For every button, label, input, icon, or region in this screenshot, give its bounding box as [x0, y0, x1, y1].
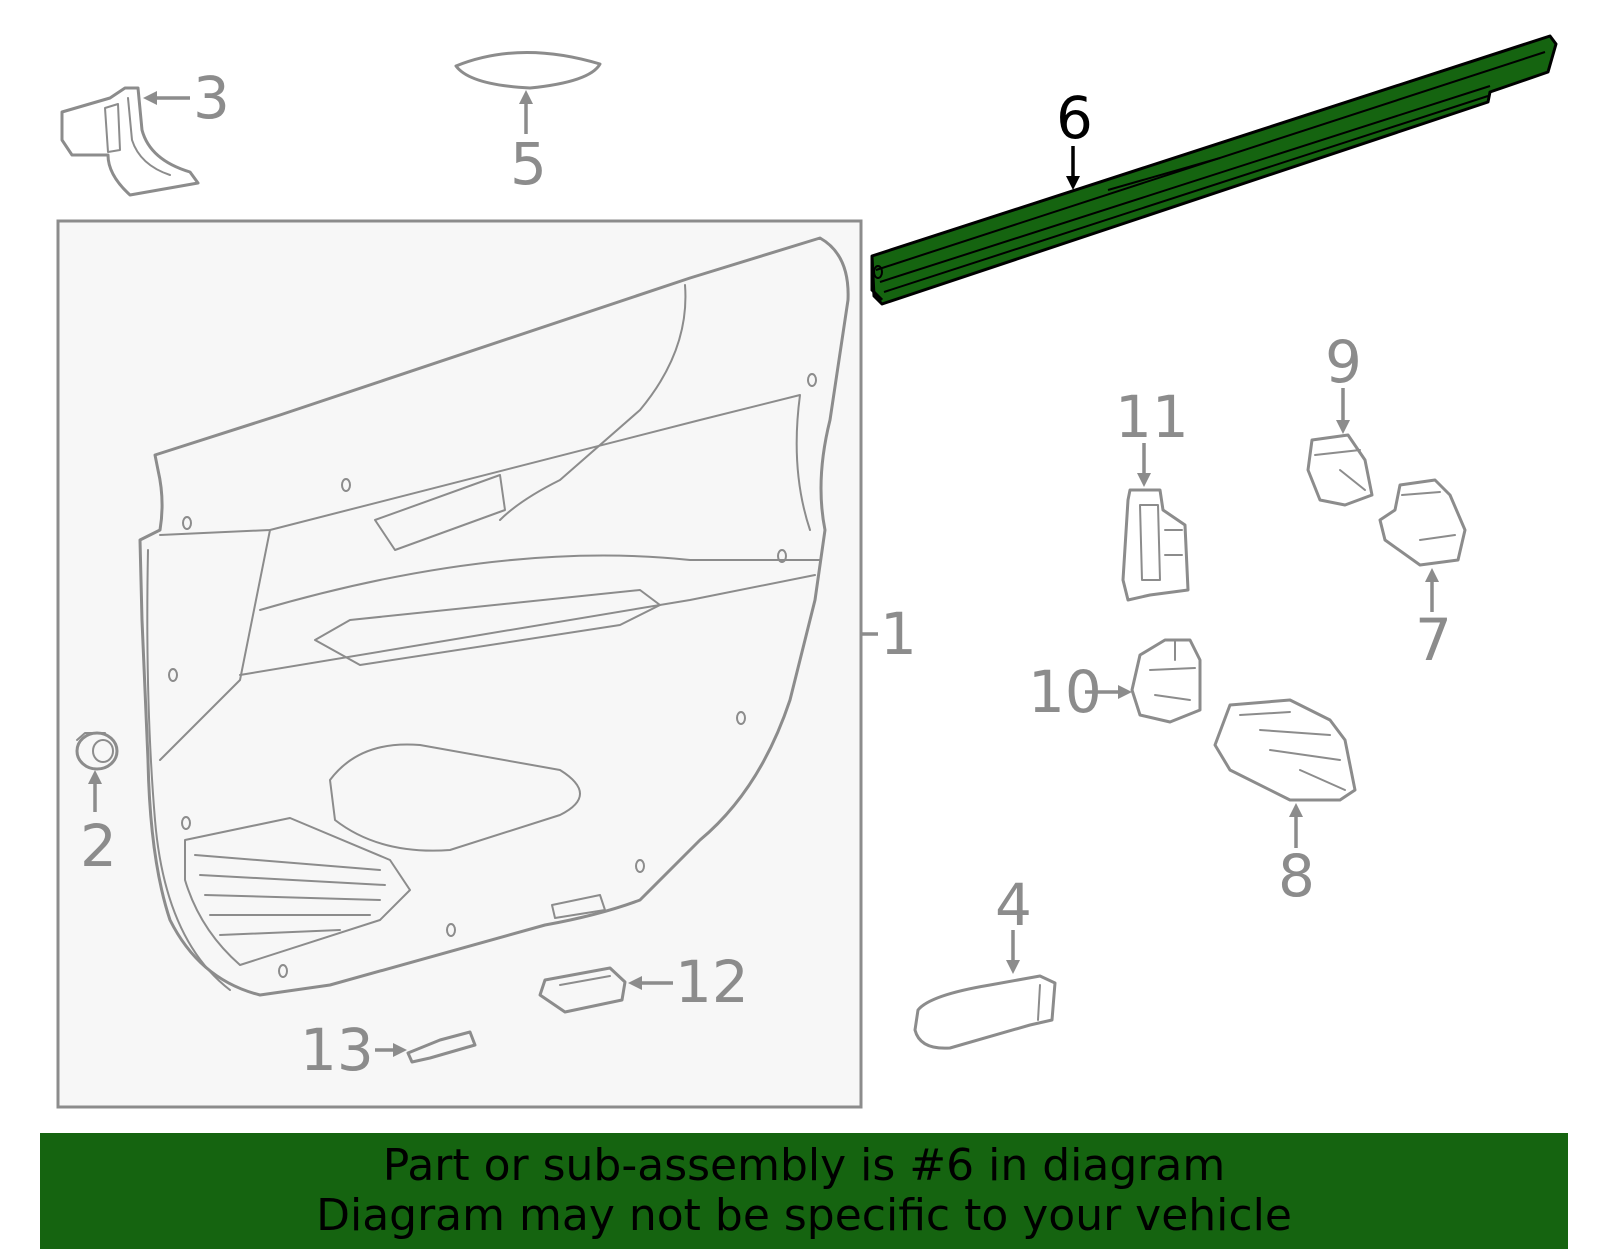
- door-trim-panel-box: [56, 219, 863, 1109]
- callout-9[interactable]: 9: [1325, 328, 1362, 396]
- part-9-switch[interactable]: [1306, 433, 1374, 507]
- part-6-belt-molding[interactable]: [870, 34, 1558, 306]
- part-11-bracket[interactable]: [1121, 488, 1190, 602]
- callout-8[interactable]: 8: [1278, 842, 1315, 910]
- callout-10[interactable]: 10: [1028, 658, 1102, 726]
- banner-line-2: Diagram may not be specific to your vehi…: [316, 1190, 1292, 1241]
- part-2-clip[interactable]: [75, 731, 119, 771]
- callout-11[interactable]: 11: [1115, 383, 1189, 451]
- part-4-pocket[interactable]: [913, 974, 1057, 1050]
- part-7-switch[interactable]: [1378, 478, 1467, 567]
- callout-12[interactable]: 12: [675, 948, 749, 1016]
- callout-13[interactable]: 13: [300, 1016, 374, 1084]
- info-banner: Part or sub-assembly is #6 in diagram Di…: [40, 1133, 1568, 1249]
- part-8-master-switch[interactable]: [1213, 698, 1357, 802]
- part-13-clip[interactable]: [406, 1030, 477, 1064]
- callout-4[interactable]: 4: [995, 871, 1032, 939]
- banner-line-1: Part or sub-assembly is #6 in diagram: [382, 1140, 1226, 1191]
- callout-3[interactable]: 3: [193, 64, 230, 132]
- part-3-bracket[interactable]: [60, 86, 200, 197]
- callout-labels: 1 2 3 4 5 6 7 8 9 10 11 12 13: [80, 64, 1452, 1084]
- callout-7[interactable]: 7: [1415, 606, 1452, 674]
- part-12-handle[interactable]: [538, 966, 627, 1014]
- callout-6[interactable]: 6: [1056, 84, 1093, 152]
- callout-arrows: [88, 90, 1439, 1057]
- callout-2[interactable]: 2: [80, 812, 117, 880]
- part-10-switch[interactable]: [1130, 638, 1202, 724]
- door-trim-panel[interactable]: [138, 236, 850, 997]
- callout-5[interactable]: 5: [510, 130, 547, 198]
- callout-1[interactable]: 1: [880, 600, 917, 668]
- part-5-pad[interactable]: [454, 50, 602, 90]
